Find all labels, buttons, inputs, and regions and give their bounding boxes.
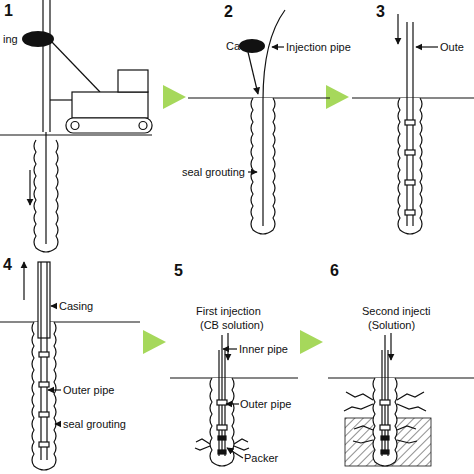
step-number: 5 xyxy=(174,262,183,280)
rubber-sleeve xyxy=(405,120,415,125)
ground-line xyxy=(0,134,152,135)
leader-line xyxy=(227,448,243,458)
leader-line xyxy=(51,305,57,306)
packer xyxy=(381,450,389,454)
rubber-sleeve xyxy=(405,210,415,215)
packer xyxy=(218,436,226,440)
packer xyxy=(218,450,226,454)
direction-arrow xyxy=(29,170,30,205)
rubber-sleeve xyxy=(39,412,49,417)
part-label: Packer xyxy=(244,452,278,465)
step-number: 4 xyxy=(3,256,12,274)
injection-pipe xyxy=(263,10,285,226)
leader-line xyxy=(223,348,237,349)
crawler-track xyxy=(66,118,152,133)
leader-line xyxy=(248,52,258,94)
part-label: seal grouting xyxy=(182,166,245,179)
rubber-sleeve xyxy=(217,400,227,405)
rig-stay xyxy=(50,40,100,92)
step-arrow xyxy=(163,85,186,109)
flow-arrow xyxy=(227,333,228,360)
outer-pipe xyxy=(46,262,47,460)
leader-line xyxy=(226,403,239,404)
flow-arrow xyxy=(390,333,391,360)
rig-arm xyxy=(50,99,72,100)
part-label: Oute xyxy=(440,41,464,54)
leader-line xyxy=(272,46,284,47)
part-label: Inner pipe xyxy=(239,343,288,356)
step-number: 2 xyxy=(224,3,233,21)
part-label: Ca xyxy=(226,40,240,53)
step-arrow xyxy=(326,85,349,109)
part-label: (Solution) xyxy=(368,319,415,332)
casing-pipe xyxy=(38,262,50,338)
grout-crack xyxy=(195,439,249,450)
rubber-sleeve xyxy=(39,382,49,387)
rig-mast xyxy=(42,0,43,132)
rubber-sleeve xyxy=(39,442,49,447)
rubber-sleeve xyxy=(217,425,227,430)
part-label: (CB solution) xyxy=(200,319,264,332)
borehole xyxy=(398,98,422,234)
rig-cab xyxy=(118,70,148,92)
track-wheel xyxy=(71,122,79,130)
step-arrow xyxy=(143,330,166,354)
part-label: Outer pipe xyxy=(240,398,291,411)
step-number: 3 xyxy=(376,3,385,21)
part-label: Second injecti xyxy=(362,305,431,318)
leader-line xyxy=(55,423,61,424)
step-number: 6 xyxy=(330,262,339,280)
outer-pipe xyxy=(40,262,41,460)
rig-mast xyxy=(49,0,50,132)
redaction-blob xyxy=(22,31,54,47)
part-label: ing xyxy=(3,33,18,46)
rubber-sleeve xyxy=(380,400,390,405)
track-wheel xyxy=(139,122,147,130)
step-arrow xyxy=(300,330,323,354)
rig-body xyxy=(72,92,148,118)
leader-line xyxy=(48,389,61,390)
part-label: First injection xyxy=(196,305,261,318)
inner-pipe xyxy=(384,335,385,450)
ground-line xyxy=(170,377,298,378)
part-label: Casing xyxy=(59,300,93,313)
grout-crack xyxy=(344,392,426,411)
redaction-blob xyxy=(239,39,265,53)
part-label: Outer pipe xyxy=(63,384,114,397)
leader-line xyxy=(248,171,257,172)
drill-rod xyxy=(45,132,46,244)
flow-arrow xyxy=(397,14,398,44)
direction-arrow xyxy=(23,262,24,300)
rubber-sleeve xyxy=(405,150,415,155)
inner-pipe xyxy=(221,335,222,450)
part-label: seal grouting xyxy=(63,418,126,431)
leader-line xyxy=(416,46,438,47)
rubber-sleeve xyxy=(405,180,415,185)
packer xyxy=(381,436,389,440)
grout-crack xyxy=(353,426,417,443)
ground-line xyxy=(0,321,140,322)
rubber-sleeve xyxy=(39,352,49,357)
part-label: Injection pipe xyxy=(286,41,351,54)
ground-line xyxy=(328,377,474,378)
rubber-sleeve xyxy=(380,425,390,430)
borehole xyxy=(32,322,56,470)
step-number: 1 xyxy=(4,2,13,20)
